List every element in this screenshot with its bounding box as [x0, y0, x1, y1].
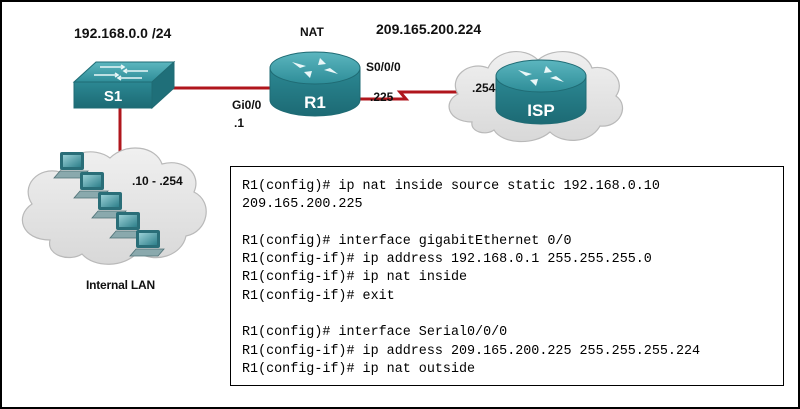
- config-prompt: R1(config-if)#: [242, 252, 355, 268]
- internal-lan-label: Internal LAN: [86, 278, 155, 292]
- config-line: R1(config)# ip nat inside source static …: [242, 178, 783, 196]
- router-isp-icon: [495, 59, 587, 125]
- config-command: ip nat inside source static 192.168.0.10: [338, 179, 660, 194]
- gig-interface-label: Gi0/0: [232, 98, 262, 112]
- nat-label: NAT: [300, 25, 324, 39]
- config-prompt: R1(config-if)#: [242, 270, 355, 286]
- config-prompt: R1(config)#: [242, 233, 331, 249]
- config-command: 209.165.200.225: [242, 197, 363, 213]
- config-prompt: R1(config-if)#: [242, 288, 355, 304]
- config-line: R1(config-if)# ip address 209.165.200.22…: [242, 343, 783, 361]
- config-prompt: R1(config)#: [242, 325, 331, 341]
- pc-icon: [109, 212, 145, 239]
- config-line: 209.165.200.225: [242, 196, 783, 214]
- config-line: [242, 215, 783, 233]
- config-line: [242, 306, 783, 324]
- serial-address-label: .225: [370, 90, 394, 104]
- router-r1-icon: [269, 51, 361, 117]
- config-command: ip nat inside: [362, 270, 468, 286]
- config-line: R1(config-if)# ip address 192.168.0.1 25…: [242, 251, 783, 269]
- serial-interface-label: S0/0/0: [366, 60, 401, 74]
- config-command: ip address 209.165.200.225 255.255.255.2…: [362, 343, 701, 359]
- config-command: exit: [362, 288, 395, 304]
- pc-icon: [129, 230, 165, 257]
- switch-s1-icon: [72, 60, 176, 110]
- config-prompt: R1(config)#: [242, 179, 331, 194]
- lan-hosts: [53, 152, 165, 257]
- lan-network-label: 192.168.0.0 /24: [74, 25, 172, 41]
- config-line: R1(config)# interface Serial0/0/0: [242, 324, 783, 342]
- config-command: ip nat outside: [362, 361, 476, 377]
- config-line: R1(config-if)# ip nat inside: [242, 269, 783, 287]
- switch-label: S1: [104, 88, 122, 105]
- config-line: R1(config-if)# ip nat outside: [242, 361, 783, 379]
- gig-address-label: .1: [234, 116, 245, 130]
- config-prompt: R1(config-if)#: [242, 343, 355, 359]
- config-listing: R1(config)# ip nat inside source static …: [230, 166, 784, 386]
- pc-icon: [53, 152, 89, 179]
- config-line: R1(config)# interface gigabitEthernet 0/…: [242, 233, 783, 251]
- config-line: R1(config-if)# exit: [242, 288, 783, 306]
- isp-address-label: .254: [472, 81, 496, 95]
- router-r1-label: R1: [304, 93, 326, 112]
- pc-icon: [73, 172, 109, 199]
- config-command: interface gigabitEthernet 0/0: [338, 233, 572, 249]
- host-range-label: .10 - .254: [132, 174, 183, 188]
- link-r1-isp-serial: [360, 90, 458, 101]
- config-command: interface Serial0/0/0: [338, 325, 508, 341]
- public-network-label: 209.165.200.224: [376, 21, 482, 37]
- config-prompt: R1(config-if)#: [242, 361, 355, 377]
- config-command: ip address 192.168.0.1 255.255.255.0: [362, 252, 652, 268]
- router-isp-label: ISP: [527, 101, 554, 120]
